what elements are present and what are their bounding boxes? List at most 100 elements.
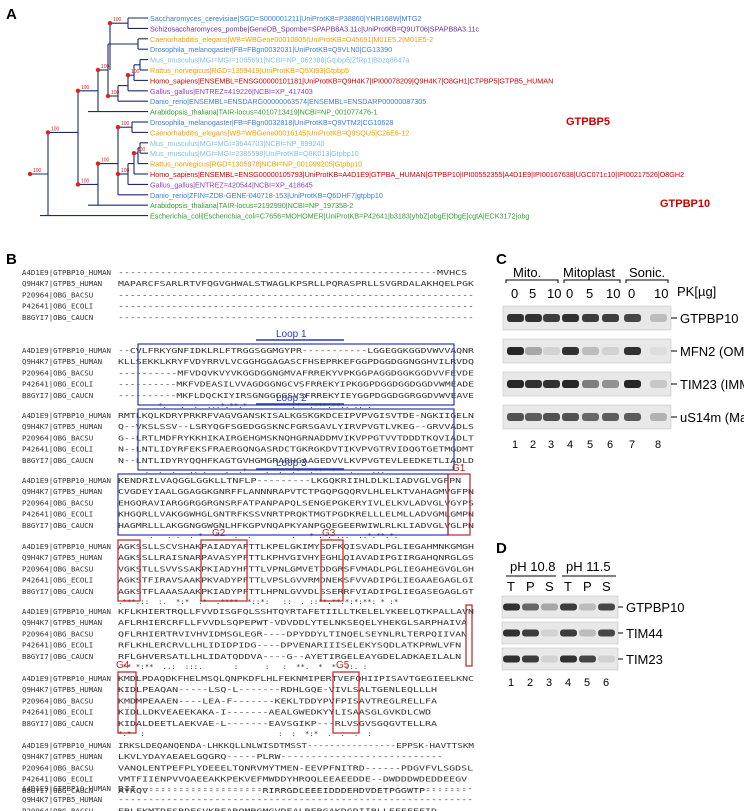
band-label: MFN2 (OMM) <box>680 344 744 359</box>
tps-letter: S <box>545 579 554 594</box>
alignment-seq-name: P42641|OBG_ECOLI <box>22 380 93 389</box>
alignment-seq-name: P42641|OBG_ECOLI <box>22 775 93 784</box>
header-mitoplast: Mitoplast <box>563 265 615 280</box>
blot-band <box>602 380 619 388</box>
tree-branches <box>30 17 148 217</box>
blot-band <box>598 629 615 637</box>
bootstrap-node <box>125 73 131 78</box>
bootstrap-node <box>27 171 33 177</box>
alignment-sequence: KHGQRLLVAKGGWHGLGNTRFKSSVNRTPRQKTMGTPGDK… <box>118 510 474 519</box>
alignment-sequence: RMTLKQLKDRYPRKRFVAGVGANSKISALKGSKGKDCEIP… <box>118 411 474 420</box>
alignment-sequence: EHGQRAVIARGGRGGRGNSRFATPANPAPQLSENGEPGKE… <box>118 498 474 507</box>
lane-number: 5 <box>587 439 593 451</box>
g3-label: G3 <box>322 528 336 539</box>
blot-band <box>507 347 524 355</box>
alignment-sequence: KMDMPEAAEN----LEA-F-------KEKLTDDYPVFPIS… <box>118 696 438 705</box>
alignment-seq-name: B8GYI7|OBG_CAUCN <box>22 456 93 465</box>
blot-band <box>598 655 615 663</box>
alignment-seq-name: P42641|OBG_ECOLI <box>22 641 93 650</box>
alignment-sequence: CVGDEYIAALGGAGGKGNRFFLANNNRAPVTCTPGQPGQQ… <box>118 487 474 496</box>
g1-label: G1 <box>452 463 466 474</box>
alignment-seq-name: P20964|OBG_BACSU <box>22 290 93 299</box>
bootstrap-value: 100 <box>137 147 146 153</box>
alignment-seq-name: P42641|OBG_ECOLI <box>22 445 93 454</box>
alignment-sequence: QFLRHIERTRVIVHVIDMSGLEGR----DPYDDYLTINQE… <box>118 629 467 638</box>
pk-value: 0 <box>628 286 635 301</box>
tree-leaf-label: Gallus_gallus|ENTREZ=419226|NCBI=XP_4174… <box>150 87 313 96</box>
blot-band <box>579 629 596 637</box>
panel-letter-b: B <box>6 251 17 268</box>
tree-leaf-label: Caenorhabditis_elegans|WB=WBGene00016145… <box>150 128 409 137</box>
blot-band <box>602 314 619 322</box>
blot-band <box>562 347 579 355</box>
panel-letter-d: D <box>496 540 507 557</box>
g1-box-left <box>117 539 141 602</box>
blot-band <box>624 314 641 322</box>
tree-leaf-label: Gallus_gallus|ENTREZ=420544|NCBI=XP_4186… <box>150 180 313 189</box>
lane-number: 2 <box>530 439 536 451</box>
loop1-label: Loop 1 <box>276 329 307 340</box>
alignment-sequence: ERLFKMTDFSRDESVKRFARQMRGMGVDEALRERGAKDGD… <box>118 806 437 811</box>
bootstrap-node <box>45 130 51 135</box>
bootstrap-value: 100 <box>121 121 130 127</box>
blot-band <box>543 380 560 388</box>
g4-label: G4 <box>116 660 130 671</box>
tree-leaf-label: Homo_sapiens|ENSEMBL=ENSG00000105793|Uni… <box>150 170 684 179</box>
tps-letter: S <box>602 579 611 594</box>
header-brackets <box>505 279 669 283</box>
blot-band <box>525 314 542 322</box>
pk-value: 10 <box>654 286 668 301</box>
blot-band <box>598 603 615 611</box>
band-label: TIM23 (IMM) <box>680 377 744 392</box>
alignment-sequence: AGKSSLLRAISNARPAVASYPFTTLKPHVGIVHYEGHLQI… <box>118 553 474 562</box>
tree-leaf-label: Mus_musculus|MGI=MGI=2385598|UniProtKB=Q… <box>150 149 359 158</box>
alignment-consensus: ** *:** ..: :::. : : : **. * * ::. : <box>118 662 367 671</box>
loop1-box <box>137 343 455 406</box>
loop2-box <box>137 408 455 471</box>
blot-band <box>582 314 599 322</box>
alignment-consensus: *:* : : : *:* . . : : <box>118 729 372 738</box>
blot-band <box>503 603 520 611</box>
lane-number: 8 <box>655 439 661 451</box>
alignment-sequence: KLLSEKKLKRYFVDYRRVLVCGGHGGAGASCFHSEPRKEF… <box>118 357 475 366</box>
alignment-sequence: IRKSLDEQANQENDA-LHKKQLLNLWISDTMSST------… <box>118 741 475 750</box>
band-label: TIM23 <box>626 652 663 667</box>
blot-band <box>560 629 577 637</box>
alignment-seq-name: Q9H4K7|GTPB5_HUMAN <box>22 685 102 694</box>
blot-band <box>541 603 558 611</box>
alignment-sequence: KENDRILVAQGGLGGKLLTNFLP---------LKGQKRII… <box>118 476 461 485</box>
bootstrap-value: 100 <box>101 64 110 70</box>
alignment-seq-name: Q9H4K7|GTPB5_HUMAN <box>22 487 102 496</box>
band-label: uS14m (Matrix) <box>680 410 744 425</box>
alignment-seq-name: Q9H4K7|GTPB5_HUMAN <box>22 618 102 627</box>
blot-band <box>602 347 619 355</box>
alignment-sequence: DII-------------------------------------… <box>118 784 473 793</box>
bootstrap-value: 100 <box>121 168 130 174</box>
alignment-seq-name: B8GYI7|OBG_CAUCN <box>22 521 93 530</box>
tree-leaf-label: Mus_musculus|MGI=MGI=1065691|NCBI=NP_062… <box>150 56 410 65</box>
header-sonic: Sonic. <box>629 265 665 280</box>
alignment-sequence: KMDLPDAQDKFHELMSQLQNPKDFLHLFEKNMIPERTVEF… <box>118 674 474 683</box>
bootstrap-node <box>131 151 137 156</box>
alignment-sequence: --CVLFRKYGNFIDKLRLFTRGGSGGMGYPR---------… <box>118 346 475 355</box>
bootstrap-node <box>75 182 81 187</box>
alignment-sequence: AGKSTFLAAASAAKPKIADYPFTTLHPNLGVVDLSSERRF… <box>118 587 475 596</box>
bootstrap-node <box>115 171 121 177</box>
alignment-sequence: ----------MFVDQVKVYVKGGDGGNGMVAFRREKYVPK… <box>118 368 474 377</box>
alignment-seq-name: Q9H4K7|GTPB5_HUMAN <box>22 752 102 761</box>
blot-band <box>582 347 599 355</box>
alignment-seq-name: Q9H4K7|GTPB5_HUMAN <box>22 795 102 804</box>
alignment-seq-name: B8GYI7|OBG_CAUCN <box>22 587 93 596</box>
blot-band <box>525 347 542 355</box>
alignment-seq-name: A4D1E9|GTPBP10_HUMAN <box>22 268 111 277</box>
bootstrap-node <box>95 161 101 166</box>
lane-number: 2 <box>527 677 533 689</box>
blot-band <box>507 380 524 388</box>
tree-leaves: Saccharomyces_cerevisiae|SGD=S000001211|… <box>150 14 684 221</box>
pk-value: 0 <box>566 286 573 301</box>
band-label: TIM44 <box>626 626 663 641</box>
